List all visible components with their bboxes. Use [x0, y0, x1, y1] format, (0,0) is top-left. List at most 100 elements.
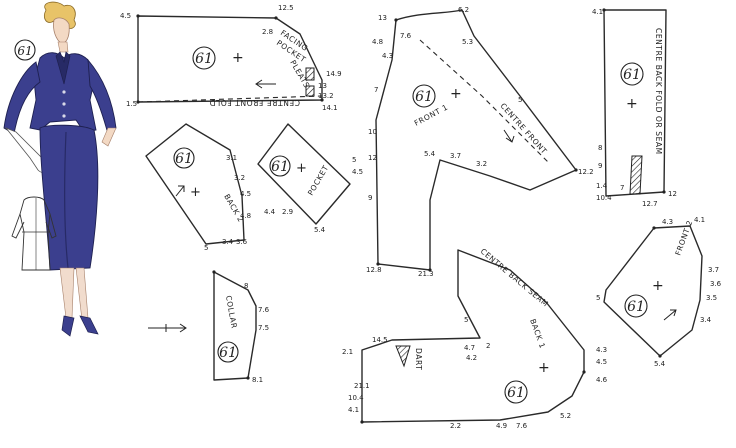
piece-badge	[192, 46, 216, 70]
measurement: 1.4	[596, 182, 608, 190]
label-centre-front-fold: CENTRE FRONT FOLD	[209, 98, 300, 107]
dress-button	[62, 114, 66, 118]
measurement: 4.5	[596, 358, 607, 366]
piece-back-1: 61 + CENTRE BACK SEAM BACK 1 DART 14.5 2…	[342, 247, 608, 430]
measurement: 7.5	[258, 324, 269, 332]
measurement: 12.2	[578, 168, 594, 176]
piece-collar: 61 COLLAR 8 7.6 7.5 8.1	[148, 271, 270, 384]
piece-badge-text: 61	[219, 345, 237, 361]
pattern-marks	[136, 8, 666, 424]
label-centre-back-fold: CENTRE BACK FOLD OR SEAM	[654, 28, 663, 155]
measurement: 2.9	[282, 208, 293, 216]
measurement: 12.7	[642, 200, 658, 208]
measurement: 4.1	[592, 8, 603, 16]
svg-text:+: +	[450, 86, 462, 102]
measurement: 4.9	[496, 422, 507, 430]
measurement: 13.2	[318, 92, 334, 100]
measurement: 5.4	[654, 360, 666, 368]
measurement: 12.5	[278, 4, 294, 12]
measurement: 5	[518, 96, 522, 104]
label-centre-front: CENTRE FRONT	[499, 101, 549, 156]
legs	[59, 267, 75, 319]
measurement: 3.6	[236, 238, 248, 246]
fashion-illustration: 61	[3, 1, 117, 337]
measurement: 7.6	[400, 32, 412, 40]
measurement: 10	[368, 128, 377, 136]
svg-text:+: +	[626, 96, 638, 112]
measurement: 12.8	[366, 266, 382, 274]
dress-button	[62, 102, 66, 106]
measurement: 5.3	[462, 38, 473, 46]
piece-centre-back: 61 + CENTRE BACK FOLD OR SEAM 4.1 12 12.…	[592, 8, 677, 208]
legs	[75, 267, 89, 321]
piece-front-1: 61 + FRONT 1 CENTRE FRONT 13 6.2 7.6 5.3…	[366, 6, 594, 278]
piece-badge-text: 61	[195, 51, 213, 67]
piece-badge-text: 61	[623, 67, 641, 83]
piece-facing-pocket: 61 + FACING POCKET PLEATS CENTRE FRONT F…	[120, 4, 342, 112]
measurement: 14.9	[326, 70, 342, 78]
label-dart: DART	[414, 348, 423, 370]
measurement: 12	[368, 154, 377, 162]
svg-text:+: +	[538, 360, 550, 376]
measurement: 3.1	[226, 154, 237, 162]
measurement: 4.3	[662, 218, 673, 226]
measurement: 14.1	[322, 104, 338, 112]
piece-back-2: 61 + BACK 2 3.1 3.2 4.5 4.8 3.4 3.6 5	[145, 123, 251, 252]
neck	[57, 41, 69, 53]
measurement: 5	[352, 156, 356, 164]
measurement: 10.4	[596, 194, 612, 202]
piece-front-2: 61 + FRONT 2 4.1 3.7 3.6 3.5 3.4 5.4 5 4…	[596, 216, 722, 368]
svg-text:+: +	[190, 185, 201, 200]
measurement: 14.5	[372, 336, 388, 344]
model-number-badge	[14, 39, 36, 61]
measurement: 4.8	[372, 38, 383, 46]
measurement: 2.2	[450, 422, 461, 430]
measurement: 4.1	[694, 216, 705, 224]
measurement: 21.1	[354, 382, 370, 390]
measurement: 4.5	[352, 168, 363, 176]
measurement: 12	[668, 190, 677, 198]
measurement: 9	[598, 162, 602, 170]
measurement: 7.6	[516, 422, 528, 430]
measurement: 4.2	[466, 354, 477, 362]
measurement: 3.4	[700, 316, 712, 324]
svg-text:+: +	[296, 161, 307, 176]
back-view-sketch	[11, 196, 57, 271]
face	[53, 17, 70, 45]
measurement: 5.4	[424, 150, 436, 158]
measurement: 8.1	[252, 376, 263, 384]
measurement: 7	[374, 86, 378, 94]
measurement: 3.2	[234, 174, 245, 182]
piece-badge-text: 61	[175, 151, 193, 167]
measurement: 8	[598, 144, 602, 152]
dress-button	[62, 90, 66, 94]
measurement: 2.8	[262, 28, 273, 36]
measurement: 4.5	[240, 190, 251, 198]
piece-badge-text: 61	[507, 385, 525, 401]
label-front-2: FRONT 2	[673, 219, 694, 257]
piece-badge-text: 61	[271, 159, 289, 175]
piece-badge-text: 61	[415, 89, 433, 105]
measurement: 4.3	[382, 52, 393, 60]
measurement: 4.3	[596, 346, 607, 354]
dress-lapels	[55, 51, 71, 85]
measurement: 10.4	[348, 394, 364, 402]
label-back-1: BACK 1	[528, 318, 547, 350]
measurement: 5	[464, 316, 468, 324]
label-collar: COLLAR	[224, 295, 239, 330]
measurement: 13	[318, 82, 327, 90]
piece-pocket: 61 + POCKET 5 4.5 4.4 2.9 5.4	[257, 123, 363, 234]
model-number-text: 61	[17, 44, 32, 58]
measurement: 4.6	[596, 376, 608, 384]
measurement: 5.2	[560, 412, 571, 420]
measurement: 7	[620, 184, 624, 192]
label-pocket-piece: POCKET	[306, 163, 331, 197]
measurement: 3.6	[710, 280, 722, 288]
measurement: 1.5	[126, 100, 137, 108]
shoe	[79, 315, 99, 335]
dress-skirt	[39, 124, 99, 271]
measurement: 4.4	[264, 208, 276, 216]
measurement: 3.7	[708, 266, 719, 274]
